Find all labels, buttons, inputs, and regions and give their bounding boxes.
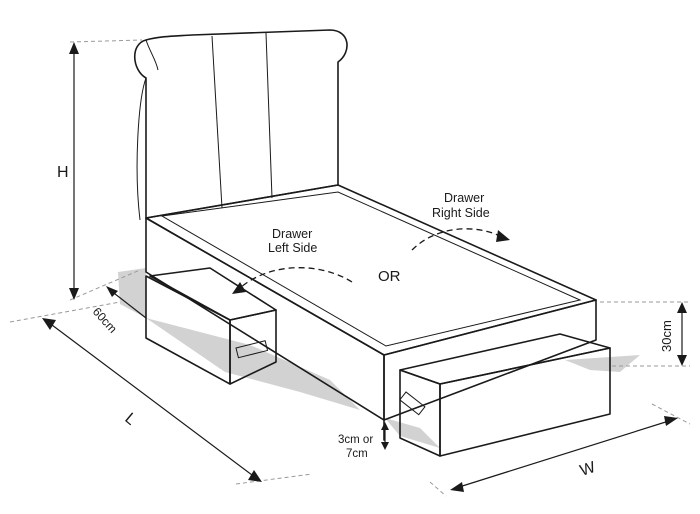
drawer-right-label-line1: Drawer <box>444 191 484 205</box>
height-arrow-top <box>69 42 79 54</box>
headboard <box>133 29 348 219</box>
height-extension-bottom <box>69 269 141 301</box>
drawer-depth-dimension-line <box>109 289 147 319</box>
clearance-label-line1: 3cm or <box>338 434 373 446</box>
height-arrow-bottom <box>69 288 79 300</box>
bed-side-panel <box>145 217 385 421</box>
drawer-right-side <box>399 369 441 457</box>
drawer-right-direction-curve <box>411 228 501 251</box>
length-dimension-line <box>47 321 257 479</box>
drawer-right-label-line2: Right Side <box>432 206 490 220</box>
height-label: H <box>57 164 69 181</box>
drawer-right-handle <box>399 391 426 416</box>
drawer-left-handle <box>235 340 269 359</box>
length-extension-right <box>235 473 313 485</box>
bed-foot-panel <box>383 299 597 421</box>
floor-shadow-under-drawer <box>146 318 360 410</box>
length-extension-left <box>9 301 121 323</box>
width-arrow-left <box>450 482 464 492</box>
drawer-left-label-line2: Left Side <box>268 241 317 255</box>
mattress-edge <box>160 191 582 347</box>
clearance-arrow-top <box>381 422 389 430</box>
floor-shadow-left <box>118 268 146 318</box>
height-extension-top <box>69 39 143 43</box>
width-arrow-right <box>664 416 678 426</box>
drawer-left-direction-arrow <box>232 282 246 294</box>
drawer-right-direction-arrow <box>496 230 510 242</box>
width-dimension-line <box>455 419 673 489</box>
length-label: L <box>121 410 139 429</box>
headboard-top-roll <box>145 39 159 71</box>
headboard-channel-1 <box>211 35 223 209</box>
drawer-height-label: 30cm <box>659 320 674 352</box>
drawer-height-arrow-bottom <box>677 355 687 366</box>
clearance-label-line2: 7cm <box>346 448 368 460</box>
drawer-depth-label: 60cm <box>90 305 120 336</box>
drawer-height-arrow-top <box>677 302 687 313</box>
drawer-left-direction-curve <box>239 267 353 289</box>
length-arrow-left <box>42 318 56 330</box>
drawer-depth-arrow-top <box>106 286 118 297</box>
headboard-channel-2 <box>265 32 273 199</box>
drawer-right-box-top <box>399 333 611 385</box>
or-label: OR <box>378 268 401 285</box>
drawer-left-box-top <box>149 267 277 321</box>
width-extension-right <box>651 403 691 425</box>
drawer-left-label-line1: Drawer <box>272 227 312 241</box>
floor-shadow-right <box>385 418 440 448</box>
width-label: W <box>578 459 598 480</box>
headboard-left-edge <box>136 77 147 221</box>
drawer-left-side <box>229 309 277 385</box>
clearance-arrow-bottom <box>381 442 389 450</box>
width-extension-left <box>429 481 447 497</box>
floor-shadow-front <box>565 355 640 372</box>
length-arrow-right <box>248 470 262 482</box>
